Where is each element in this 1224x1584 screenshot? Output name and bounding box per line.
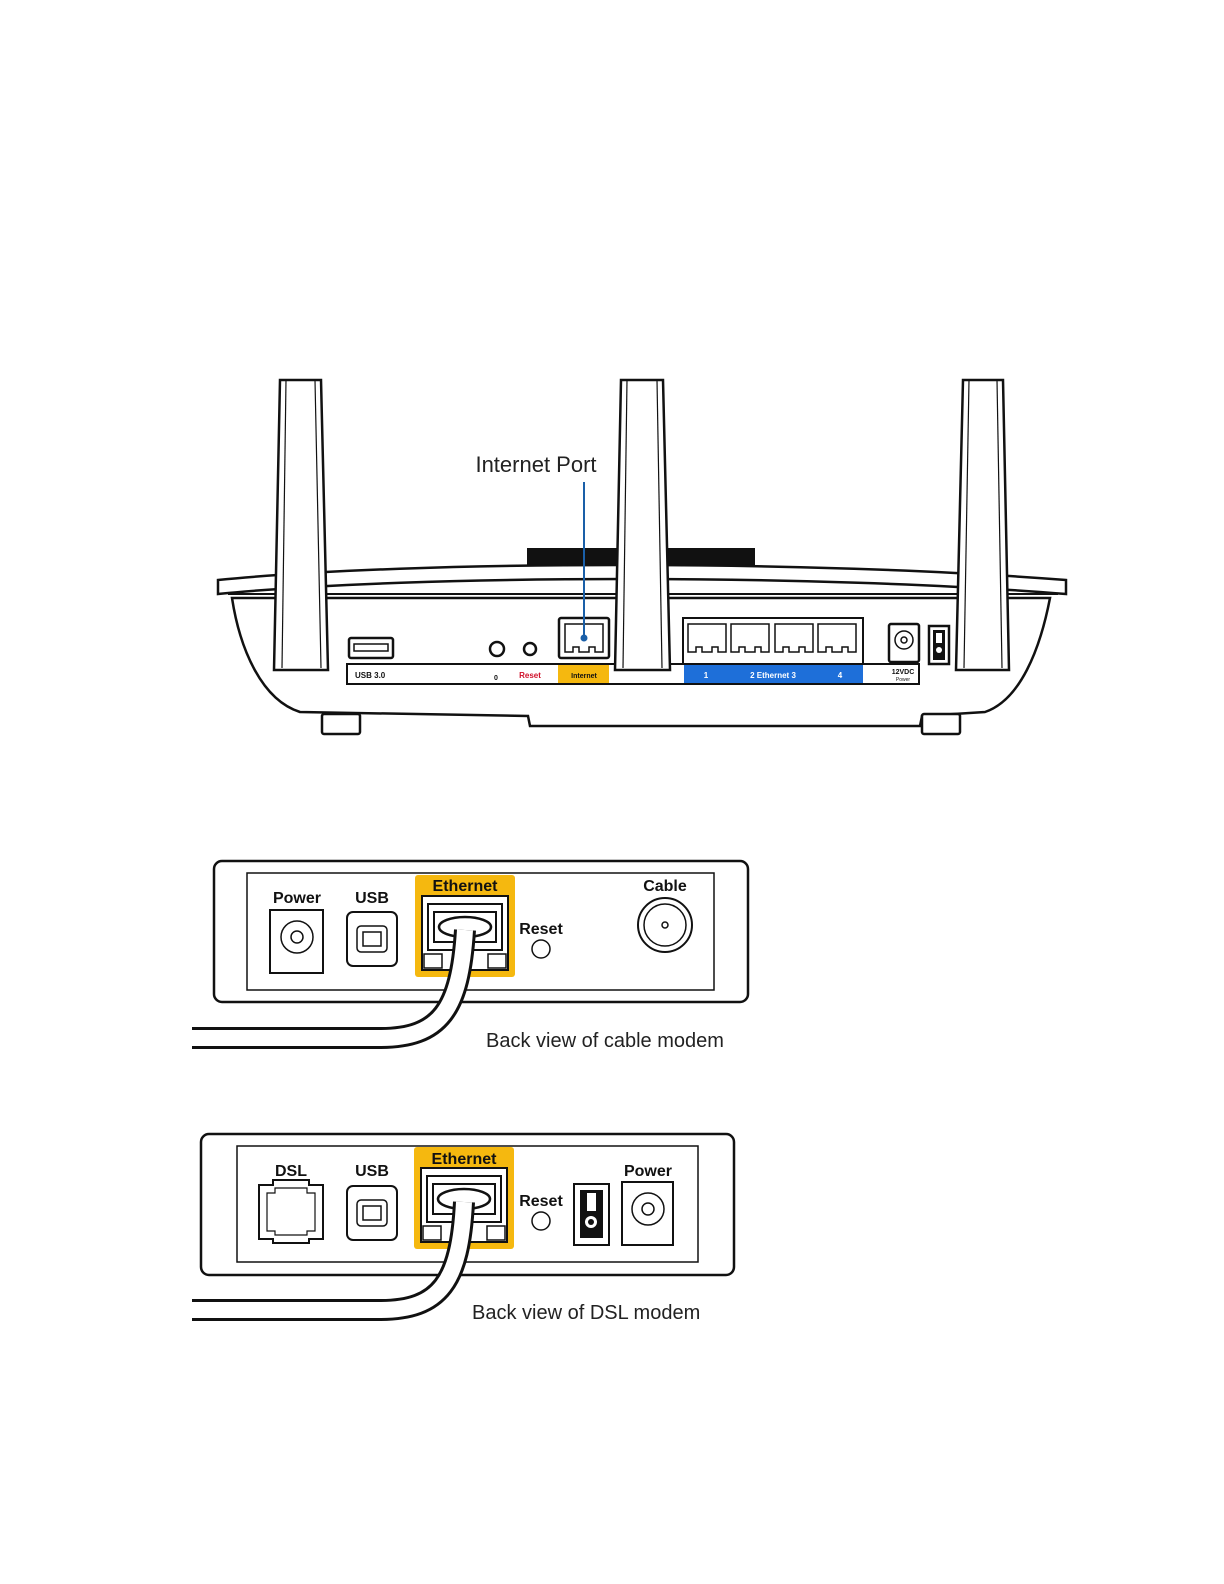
dsl-label-reset: Reset — [519, 1193, 563, 1210]
dsl-label-usb: USB — [355, 1163, 389, 1180]
router-label-eth4: 4 — [838, 671, 843, 680]
router-label-wps: 0 — [494, 675, 498, 682]
cable-label-power: Power — [273, 890, 321, 907]
dsl-label-ethernet: Ethernet — [432, 1151, 498, 1168]
router-label-reset: Reset — [519, 671, 541, 680]
internet-port-callout-dot — [580, 634, 588, 642]
dsl-label-power: Power — [624, 1163, 672, 1180]
router-label-eth-mid: 2 Ethernet 3 — [750, 671, 796, 680]
router-top-shell — [216, 563, 1068, 596]
router-label-internet: Internet — [571, 673, 597, 680]
router-label-power-v: 12VDC — [892, 669, 915, 676]
router-label-power-word: Power — [896, 677, 911, 683]
dsl-modem-caption: Back view of DSL modem — [472, 1302, 700, 1324]
internet-highlight — [558, 665, 609, 683]
router-wps-button — [488, 640, 506, 658]
cable-label-reset: Reset — [519, 921, 563, 938]
router-foot-right — [920, 712, 962, 736]
antenna-right — [954, 378, 1011, 672]
router-label-usb: USB 3.0 — [355, 671, 386, 680]
ethernet-band — [684, 665, 863, 683]
cable-label-ethernet: Ethernet — [433, 878, 499, 895]
cable-label-cable: Cable — [643, 878, 687, 895]
antenna-center — [613, 378, 672, 672]
dsl-reset-button — [531, 1211, 551, 1231]
dsl-label-dsl: DSL — [275, 1163, 307, 1180]
antenna-left — [272, 378, 330, 672]
internet-port-callout: Internet Port — [475, 452, 596, 477]
cable-label-usb: USB — [355, 890, 389, 907]
router-ethernet-ports — [682, 617, 864, 665]
router-reset-button — [522, 641, 538, 657]
cable-modem-caption: Back view of cable modem — [486, 1030, 724, 1052]
router-label-eth1: 1 — [704, 671, 709, 680]
cable-reset-button — [531, 939, 551, 959]
router-foot-left — [320, 712, 362, 736]
router-antennas — [272, 378, 1011, 672]
